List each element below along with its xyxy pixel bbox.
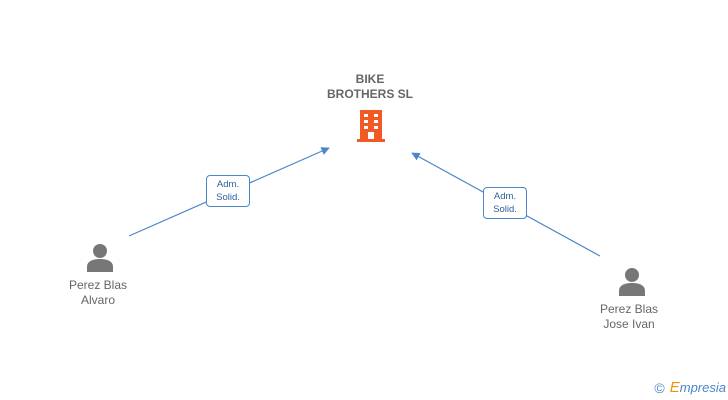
relation-line2: Solid. (216, 192, 240, 203)
relation-badge-jose-ivan[interactable]: Adm. Solid. (483, 187, 527, 219)
relation-line1: Adm. (493, 191, 517, 202)
relation-line2: Solid. (493, 204, 517, 215)
watermark[interactable]: © Empresia (654, 379, 726, 396)
company-name[interactable]: BIKE BROTHERS SL (300, 72, 440, 102)
logo-initial: E (669, 379, 680, 396)
building-icon[interactable] (355, 109, 387, 143)
relation-badge-alvaro[interactable]: Adm. Solid. (206, 175, 250, 207)
person-name-alvaro[interactable]: Perez Blas Alvaro (43, 278, 153, 308)
empresia-logo: Empresia (670, 379, 726, 396)
person-name-line2: Alvaro (80, 293, 115, 307)
copyright-icon: © (654, 379, 665, 396)
person-icon[interactable] (85, 242, 115, 272)
person-name-line1: Perez Blas (599, 302, 659, 316)
company-name-line1: BIKE (355, 72, 385, 86)
person-name-line1: Perez Blas (68, 278, 128, 292)
person-name-line2: Jose Ivan (603, 317, 655, 331)
company-name-line2: BROTHERS SL (326, 87, 413, 101)
person-icon[interactable] (617, 266, 647, 296)
logo-rest: mpresia (679, 380, 726, 395)
person-name-jose-ivan[interactable]: Perez Blas Jose Ivan (574, 302, 684, 332)
relation-line1: Adm. (216, 179, 240, 190)
